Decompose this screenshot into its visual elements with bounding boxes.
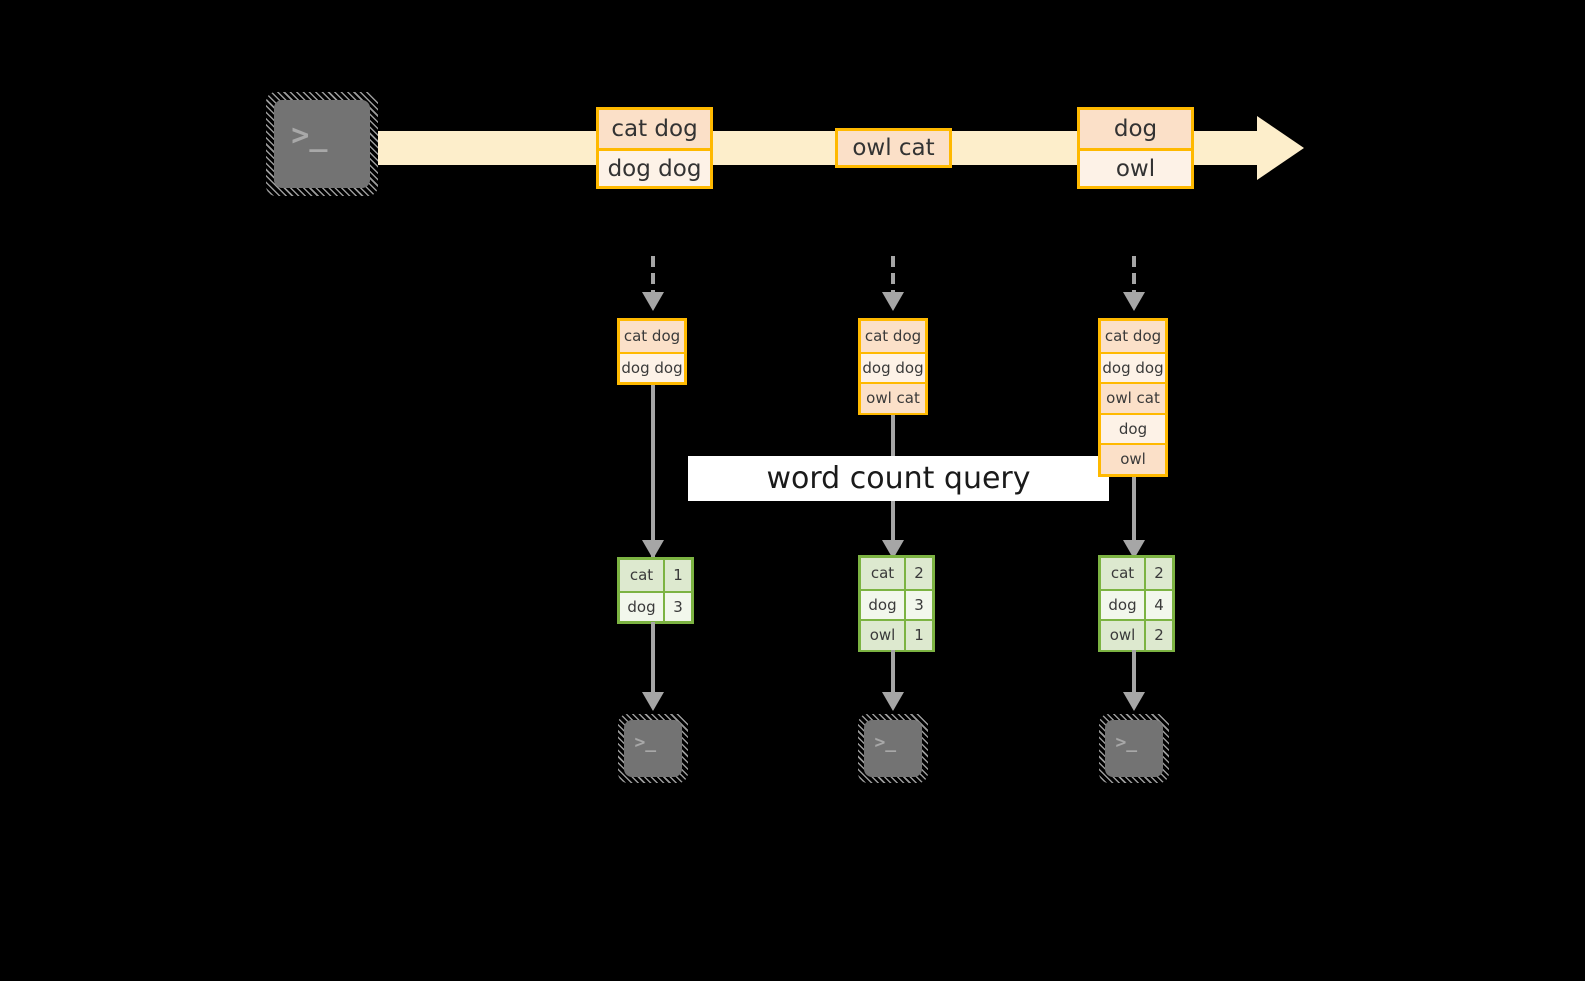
result-word-cell: dog <box>861 590 904 619</box>
table-row: owl 2 <box>1101 619 1172 650</box>
terminal-prompt: >_ <box>874 731 897 753</box>
dashed-connector-arrowhead-1 <box>642 292 664 311</box>
sink-terminal-icon-1: >_ <box>618 714 688 783</box>
result-count-cell: 3 <box>663 592 691 621</box>
dashed-connector-2 <box>891 256 895 300</box>
result-word-cell: dog <box>620 592 663 621</box>
sink-connector-arrowhead-1 <box>642 692 664 711</box>
query-connector-line-3 <box>1132 474 1136 567</box>
result-word-cell: owl <box>861 621 904 650</box>
result-table-1: cat 1 dog 3 <box>617 557 694 624</box>
batch-row: cat dog <box>620 321 684 352</box>
result-count-cell: 1 <box>663 560 691 591</box>
stream-record-2: owl cat <box>835 128 952 168</box>
sink-connector-line-1 <box>651 622 655 699</box>
stream-record-3: dog owl <box>1077 107 1194 189</box>
batch-stack-2: cat dog dog dog owl cat <box>858 318 928 415</box>
sink-connector-line-3 <box>1132 650 1136 699</box>
result-word-cell: cat <box>861 558 904 589</box>
batch-row: dog dog <box>861 351 925 382</box>
source-terminal-icon: >_ <box>266 92 378 196</box>
batch-row: owl cat <box>1101 382 1165 413</box>
query-connector-line-1 <box>651 382 655 567</box>
stream-record-line: dog <box>1080 110 1191 148</box>
result-count-cell: 2 <box>904 558 932 589</box>
table-row: dog 4 <box>1101 588 1172 619</box>
table-row: cat 2 <box>1101 558 1172 589</box>
dashed-connector-3 <box>1132 256 1136 300</box>
table-row: cat 1 <box>620 560 691 591</box>
batch-row: dog dog <box>1101 351 1165 382</box>
batch-row: owl cat <box>861 382 925 413</box>
batch-row: dog dog <box>620 351 684 382</box>
sink-connector-line-2 <box>891 650 895 699</box>
terminal-body: >_ <box>864 720 922 777</box>
table-row: cat 2 <box>861 558 932 589</box>
query-label-banner: word count query <box>688 456 1109 501</box>
table-row: dog 3 <box>861 588 932 619</box>
result-table-3: cat 2 dog 4 owl 2 <box>1098 555 1175 652</box>
stream-record-1: cat dog dog dog <box>596 107 713 189</box>
terminal-prompt: >_ <box>291 118 328 154</box>
terminal-prompt: >_ <box>634 731 657 753</box>
terminal-body: >_ <box>274 100 370 188</box>
query-label-text: word count query <box>766 461 1031 496</box>
dashed-connector-arrowhead-3 <box>1123 292 1145 311</box>
terminal-body: >_ <box>1105 720 1163 777</box>
query-connector-arrowhead-3 <box>1123 540 1145 559</box>
stream-record-line: owl <box>1080 148 1191 186</box>
batch-row: cat dog <box>1101 321 1165 352</box>
result-word-cell: cat <box>620 560 663 591</box>
dashed-connector-arrowhead-2 <box>882 292 904 311</box>
query-connector-arrowhead-1 <box>642 540 664 559</box>
sink-connector-arrowhead-2 <box>882 692 904 711</box>
table-row: owl 1 <box>861 619 932 650</box>
terminal-prompt: >_ <box>1115 731 1138 753</box>
query-connector-arrowhead-2 <box>882 540 904 559</box>
stream-arrowhead <box>1257 116 1304 180</box>
result-table-2: cat 2 dog 3 owl 1 <box>858 555 935 652</box>
batch-row: dog <box>1101 412 1165 443</box>
batch-stack-3: cat dog dog dog owl cat dog owl <box>1098 318 1168 477</box>
batch-row: cat dog <box>861 321 925 352</box>
dashed-connector-1 <box>651 256 655 300</box>
batch-row: owl <box>1101 443 1165 474</box>
result-word-cell: dog <box>1101 590 1144 619</box>
terminal-body: >_ <box>624 720 682 777</box>
stream-record-line: cat dog <box>599 110 710 148</box>
result-word-cell: owl <box>1101 621 1144 650</box>
sink-connector-arrowhead-3 <box>1123 692 1145 711</box>
stream-record-line: owl cat <box>838 131 949 165</box>
stream-record-line: dog dog <box>599 148 710 186</box>
result-count-cell: 2 <box>1144 621 1172 650</box>
sink-terminal-icon-2: >_ <box>858 714 928 783</box>
table-row: dog 3 <box>620 590 691 621</box>
result-word-cell: cat <box>1101 558 1144 589</box>
result-count-cell: 4 <box>1144 590 1172 619</box>
result-count-cell: 1 <box>904 621 932 650</box>
batch-stack-1: cat dog dog dog <box>617 318 687 385</box>
sink-terminal-icon-3: >_ <box>1099 714 1169 783</box>
result-count-cell: 3 <box>904 590 932 619</box>
result-count-cell: 2 <box>1144 558 1172 589</box>
